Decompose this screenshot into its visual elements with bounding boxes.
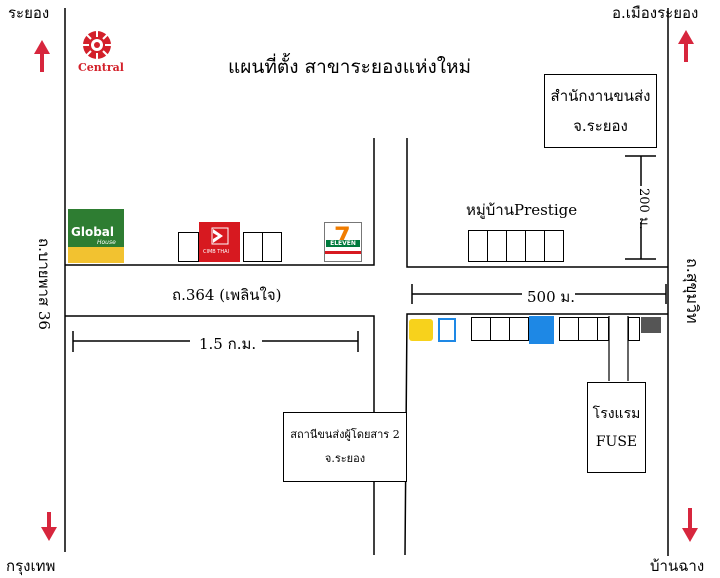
road-label-sukhumvit: ถ.สุขุมวิท [683, 258, 702, 324]
shop-unit [490, 317, 510, 341]
road-364-top-right-edge [406, 138, 668, 268]
blue-shop-logo-small [438, 318, 456, 342]
label-bangkok: กรุงเทพ [6, 557, 56, 575]
dark-shop-logo [641, 317, 661, 333]
distance-label-1-5km: 1.5 ก.ม. [199, 335, 257, 353]
shop-unit [559, 317, 579, 341]
road-label-364: ถ.364 (เพลินใจ) [172, 286, 282, 304]
cimb-thai-logo: CIMB THAI [199, 222, 240, 262]
road-label-bypass-36: ถ.บายพาส 36 [35, 238, 53, 330]
transport-office-name: สำนักงานขนส่ง [550, 87, 651, 105]
shop-unit [628, 317, 640, 341]
distance-label-500m: 500 ม. [527, 288, 576, 306]
seven-eleven-logo: 7 ELEVEN [324, 222, 362, 262]
village-label: หมู่บ้านPrestige [466, 201, 578, 219]
cimb-chevron-icon [211, 227, 229, 245]
central-logo-label: Central [78, 61, 124, 74]
map-title: แผนที่ตั้ง สาขาระยองแห่งใหม่ [228, 56, 472, 78]
hotel-label: โรงแรม [592, 405, 641, 422]
shop-unit [178, 232, 199, 262]
arrow-up-icon-right [678, 30, 694, 62]
blue-shop-logo [529, 316, 554, 344]
arrow-down-icon-left [41, 512, 57, 541]
central-logo-icon [83, 31, 111, 59]
arrow-up-icon-left [34, 40, 50, 72]
shop-unit [243, 232, 263, 262]
global-house-script: House [97, 239, 116, 246]
shop-unit [471, 317, 491, 341]
village-house [506, 230, 526, 262]
road-364-top-left-edge [65, 138, 375, 266]
bus-station-name: สถานีขนส่งผู้โดยสาร 2 [290, 428, 400, 441]
arrow-down-icon-right [682, 508, 698, 542]
village-house [544, 230, 564, 262]
bus-station-box: สถานีขนส่งผู้โดยสาร 2 จ.ระยอง [283, 412, 407, 482]
village-house [468, 230, 488, 262]
global-house-logo: Global House [68, 209, 124, 263]
hotel-name: FUSE [595, 433, 638, 450]
village-house [525, 230, 545, 262]
shop-unit [509, 317, 529, 341]
shop-unit [578, 317, 598, 341]
seven-eleven-text: ELEVEN [326, 240, 360, 247]
distance-label-200m: 200 ม. [636, 188, 651, 230]
shop-unit [597, 317, 609, 341]
bus-station-province: จ.ระยอง [324, 452, 366, 465]
global-logo-yellow-band [68, 247, 124, 263]
label-ban-chang: บ้านฉาง [650, 557, 705, 575]
seven-red-stripe [325, 251, 361, 254]
label-rayong-top-left: ระยอง [8, 4, 50, 22]
label-mueang-rayong: อ.เมืองระยอง [612, 4, 699, 22]
transport-office-box: สำนักงานขนส่ง จ.ระยอง [544, 74, 657, 148]
global-logo-text: Global [71, 225, 115, 239]
hotel-fuse-box: โรงแรม FUSE [587, 382, 646, 473]
yellow-shop-logo [409, 319, 433, 341]
shop-unit [262, 232, 282, 262]
village-house [487, 230, 507, 262]
cimb-logo-text: CIMB THAI [203, 249, 230, 255]
transport-office-province: จ.ระยอง [573, 117, 628, 135]
